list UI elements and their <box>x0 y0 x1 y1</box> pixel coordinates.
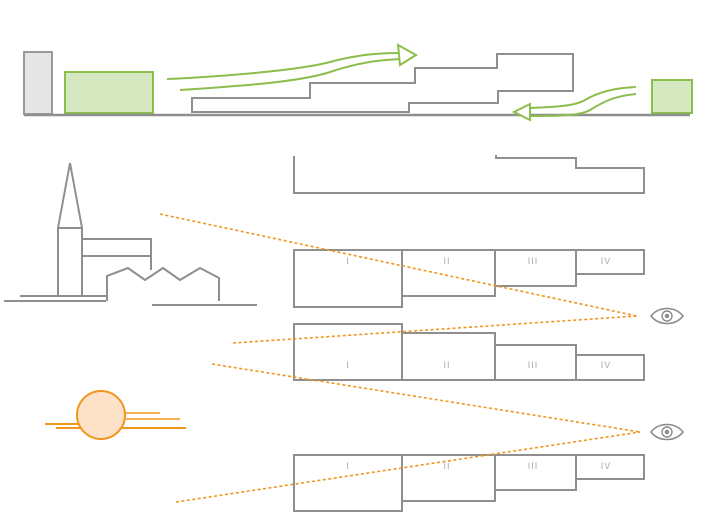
eye-icon <box>649 307 685 325</box>
wind-arrow-left <box>511 86 637 122</box>
sight-lines <box>159 213 641 503</box>
row2-label-1: I <box>346 360 350 370</box>
row2-label-3: III <box>528 360 539 370</box>
row1-label-4: IV <box>601 256 612 266</box>
sight-line-lower-a <box>211 363 641 433</box>
row1-label-2: II <box>443 256 450 266</box>
church-icon <box>4 162 257 306</box>
top-section <box>23 43 693 122</box>
sun-icon <box>45 390 186 440</box>
row2-label-4: IV <box>601 360 612 370</box>
partial-profile <box>293 155 645 194</box>
row2-label-2: II <box>443 360 450 370</box>
eye-icon <box>649 423 685 441</box>
row1-label-1: I <box>346 256 350 266</box>
neighbor-block-green-left <box>64 71 154 114</box>
wind-arrow-right <box>166 43 418 91</box>
neighbor-block-gray <box>23 51 53 115</box>
row3-label-2: II <box>443 461 450 471</box>
building-row-2 <box>293 323 645 381</box>
stepped-building-profile <box>191 53 574 113</box>
row3-label-1: I <box>346 461 350 471</box>
arrow-icon <box>396 43 418 67</box>
row3-label-3: III <box>528 461 539 471</box>
sight-line-upper-b <box>232 315 638 344</box>
row1-label-3: III <box>528 256 539 266</box>
sight-line-upper-a <box>159 213 638 317</box>
building-row-3 <box>293 454 645 512</box>
row3-label-4: IV <box>601 461 612 471</box>
neighbor-block-green-right <box>651 79 693 114</box>
sight-line-lower-b <box>175 431 641 503</box>
arrow-icon <box>511 102 531 122</box>
